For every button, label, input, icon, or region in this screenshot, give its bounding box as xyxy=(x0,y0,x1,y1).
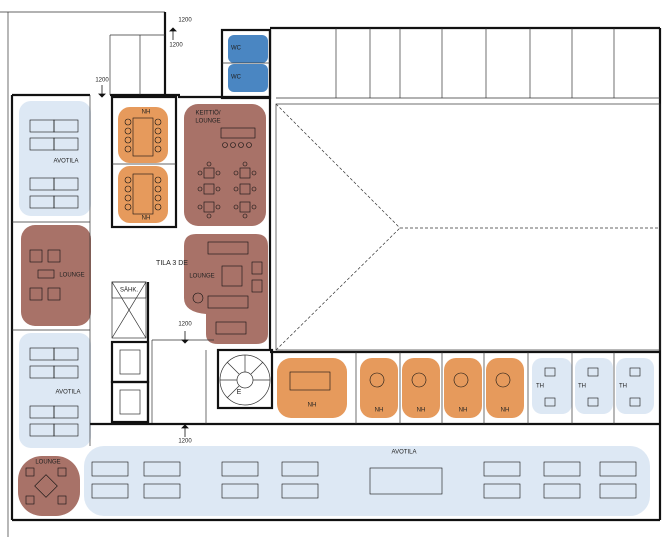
dim-left-label: 1200 xyxy=(95,78,109,84)
furniture-th xyxy=(544,367,641,407)
zone-wc-top xyxy=(228,35,268,63)
furniture-kitchen xyxy=(197,127,257,219)
th-3-label: TH xyxy=(619,384,627,390)
nh-row-1-label: NH xyxy=(308,403,317,409)
furniture-lounge-left xyxy=(29,249,61,301)
dimension-markers xyxy=(98,27,189,437)
spiral-stair xyxy=(219,354,271,406)
zone-th-2 xyxy=(575,358,613,414)
zone-avotila-mid xyxy=(19,333,91,448)
avotila-mid-label: AVOTILA xyxy=(56,390,81,396)
th-2-label: TH xyxy=(578,384,586,390)
desks-avotila-left xyxy=(29,119,79,437)
zone-kitchen xyxy=(184,104,266,226)
th-1-label: TH xyxy=(536,384,544,390)
wc-bottom-label: WC xyxy=(231,75,242,81)
walls xyxy=(0,11,662,537)
lounge-center-label: LOUNGE xyxy=(189,274,214,280)
nh-row-3-label: NH xyxy=(417,408,426,414)
zone-avotila-top xyxy=(19,101,91,216)
zone-nh-left-bottom xyxy=(118,166,168,223)
tila-label: TILA 3 DE xyxy=(156,260,188,267)
desks-avotila-bottom xyxy=(91,461,637,499)
nh-row-2-label: NH xyxy=(375,408,384,414)
zone-lounge-corner xyxy=(18,456,80,516)
kitchen-label: KEITTIÖ/ xyxy=(195,110,220,117)
zone-nh-row-5 xyxy=(486,358,524,418)
zone-th-3 xyxy=(616,358,654,414)
zone-nh-row-3 xyxy=(402,358,440,418)
avotila-top-label: AVOTILA xyxy=(54,159,79,165)
dim-top2-label: 1200 xyxy=(169,43,183,49)
furniture-lounge-center xyxy=(192,241,263,335)
zone-nh-left-top xyxy=(118,107,168,163)
kitchen-label-2: LOUNGE xyxy=(195,119,220,125)
furniture-nh-row xyxy=(289,371,511,391)
dim-center-label: 1200 xyxy=(178,322,192,328)
furniture-lounge-corner xyxy=(25,467,67,505)
lounge-left-label: LOUNGE xyxy=(59,273,84,279)
elevator-label: E xyxy=(237,389,242,396)
nh-left-bottom-label: NH xyxy=(142,216,151,222)
small-room-label: SÄHK. xyxy=(120,287,138,294)
avotila-bottom-label: AVOTILA xyxy=(392,450,417,456)
zone-lounge-center xyxy=(184,234,268,344)
labels: WC WC KEITTIÖ/ LOUNGE NH NH AVOTILA AVOT… xyxy=(35,18,627,466)
zones xyxy=(18,35,654,516)
zone-nh-row-4 xyxy=(444,358,482,418)
nh-row-4-label: NH xyxy=(459,408,468,414)
zone-th-1 xyxy=(532,358,572,414)
wc-top-label: WC xyxy=(231,46,242,52)
dim-bottom-label: 1200 xyxy=(178,439,192,445)
dim-top-label: 1200 xyxy=(178,18,192,24)
nh-left-top-label: NH xyxy=(142,110,151,116)
zone-nh-row-1 xyxy=(277,358,347,418)
zone-nh-row-2 xyxy=(360,358,398,418)
nh-row-5-label: NH xyxy=(501,408,510,414)
zone-avotila-bottom xyxy=(84,446,650,516)
zone-wc-bottom xyxy=(228,64,268,92)
lounge-corner-label: LOUNGE xyxy=(35,460,60,466)
furniture-nh-left xyxy=(124,117,162,215)
